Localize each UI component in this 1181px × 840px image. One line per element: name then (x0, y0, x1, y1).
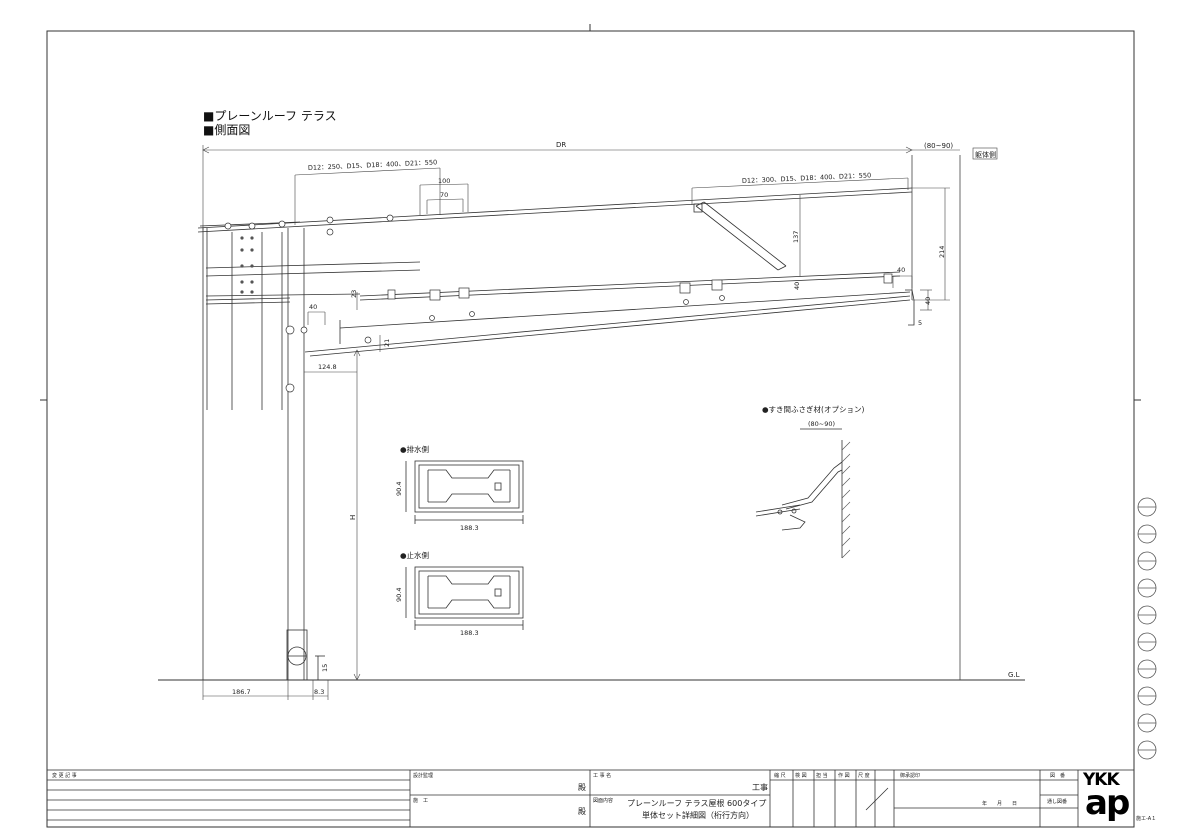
dim-40-label-b: 40 (897, 266, 905, 274)
gap-filler-detail (755, 428, 843, 558)
dim-214-label: 214 (938, 246, 946, 258)
dim-23-label: 23 (350, 290, 358, 298)
company-logo-top: YKK (1083, 770, 1120, 790)
drain-side-height: 90.4 (395, 482, 403, 496)
dim-70-label: 70 (440, 191, 448, 199)
post-base (286, 629, 325, 681)
dim-15-label: 15 (321, 664, 329, 672)
dim-100-label: 100 (438, 177, 450, 185)
post-holes (240, 236, 254, 294)
drawing-title-line2: 単体セット詳細図（桁行方向） (642, 811, 754, 820)
dono-1: 殿 (578, 783, 586, 792)
bottom-dims (202, 680, 329, 700)
koji-label: 工事 (752, 783, 768, 792)
dim-124-8-label: 124.8 (318, 363, 337, 371)
dim-40-b-lines (892, 275, 913, 288)
sheet-circles (1137, 497, 1157, 760)
dim-21-label: 21 (383, 339, 391, 347)
drain-side-section (405, 460, 524, 524)
gap-filler-hatch (841, 441, 851, 559)
dim-137-label: 137 (792, 231, 800, 243)
construction-label: 施 工 (413, 798, 429, 804)
support-arm (693, 201, 787, 271)
gap-filler-offset: (80~90) (808, 420, 835, 428)
zuban-label: 図 番 (1050, 773, 1066, 779)
spec-right-dimension (691, 177, 909, 205)
dono-2: 殿 (578, 807, 586, 816)
dim-214-group (912, 187, 950, 301)
revision-label: 変 更 記 事 (52, 773, 77, 779)
col-confirm: 御承認印 (900, 773, 921, 779)
left-bracket-dims (304, 292, 381, 681)
gl-label: G.L (1008, 671, 1020, 679)
drain-side-label: ●排水側 (400, 444, 429, 454)
dr-label: DR (556, 141, 566, 149)
stop-side-section (405, 566, 524, 630)
spec-left-dimension (294, 167, 441, 225)
page-title: ■プレーンルーフ テラス (203, 109, 337, 123)
gap-filler-label: ●すき間ふさぎ材(オプション) (762, 404, 864, 414)
dim-5-label: 5 (918, 319, 922, 327)
col-date: 尺 度 (858, 773, 870, 779)
dr-dimension (202, 145, 960, 230)
drain-side-width: 188.3 (460, 524, 479, 532)
tooshi-label: 通し図番 (1047, 799, 1068, 805)
roof-panel (197, 187, 913, 233)
dim-186-7-label: 186.7 (232, 688, 251, 696)
dim-h-label: H (349, 515, 357, 520)
wall-label: 躯体側 (975, 150, 996, 159)
drawing-content-label: 図面内容 (593, 798, 614, 804)
stop-side-width: 188.3 (460, 629, 479, 637)
page-subtitle: ■側面図 (203, 123, 251, 137)
col-approve: 担 当 (816, 773, 828, 779)
drawing-title-line1: プレーンルーフ テラス屋根 600タイプ (627, 799, 767, 808)
drawing-frame (40, 24, 1141, 828)
dim-8-3-label: 8.3 (314, 688, 324, 696)
spec-left-label: D12：250、D15、D18：400、D21：550 (308, 158, 438, 172)
gutter (304, 289, 915, 357)
col-draw: 作 図 (838, 773, 850, 779)
wall-label-box (972, 147, 998, 160)
dim-40-label-a: 40 (793, 282, 801, 290)
dim-40-c-lines (920, 289, 932, 311)
col-scale: 縮 尺 (774, 773, 786, 779)
title-block-lines (46, 769, 1135, 828)
wall-outline (911, 155, 961, 680)
col-check: 検 図 (795, 773, 807, 779)
design-supervision-label: 設計監理 (413, 773, 434, 779)
stop-side-height: 90.4 (395, 588, 403, 602)
fasteners (224, 214, 893, 393)
stop-side-label: ●止水側 (400, 550, 429, 560)
date-label: 年 月 日 (982, 801, 1018, 807)
sheet-number: 施エ-A１ (1136, 816, 1157, 822)
dim-100-group (419, 183, 469, 215)
middle-beam (205, 271, 901, 301)
dim-40-label-d: 40 (309, 303, 317, 311)
project-name-label: 工 事 名 (593, 773, 612, 779)
company-logo-bottom: ap (1085, 783, 1130, 823)
eaves-offset-label: (80~90) (924, 142, 953, 150)
